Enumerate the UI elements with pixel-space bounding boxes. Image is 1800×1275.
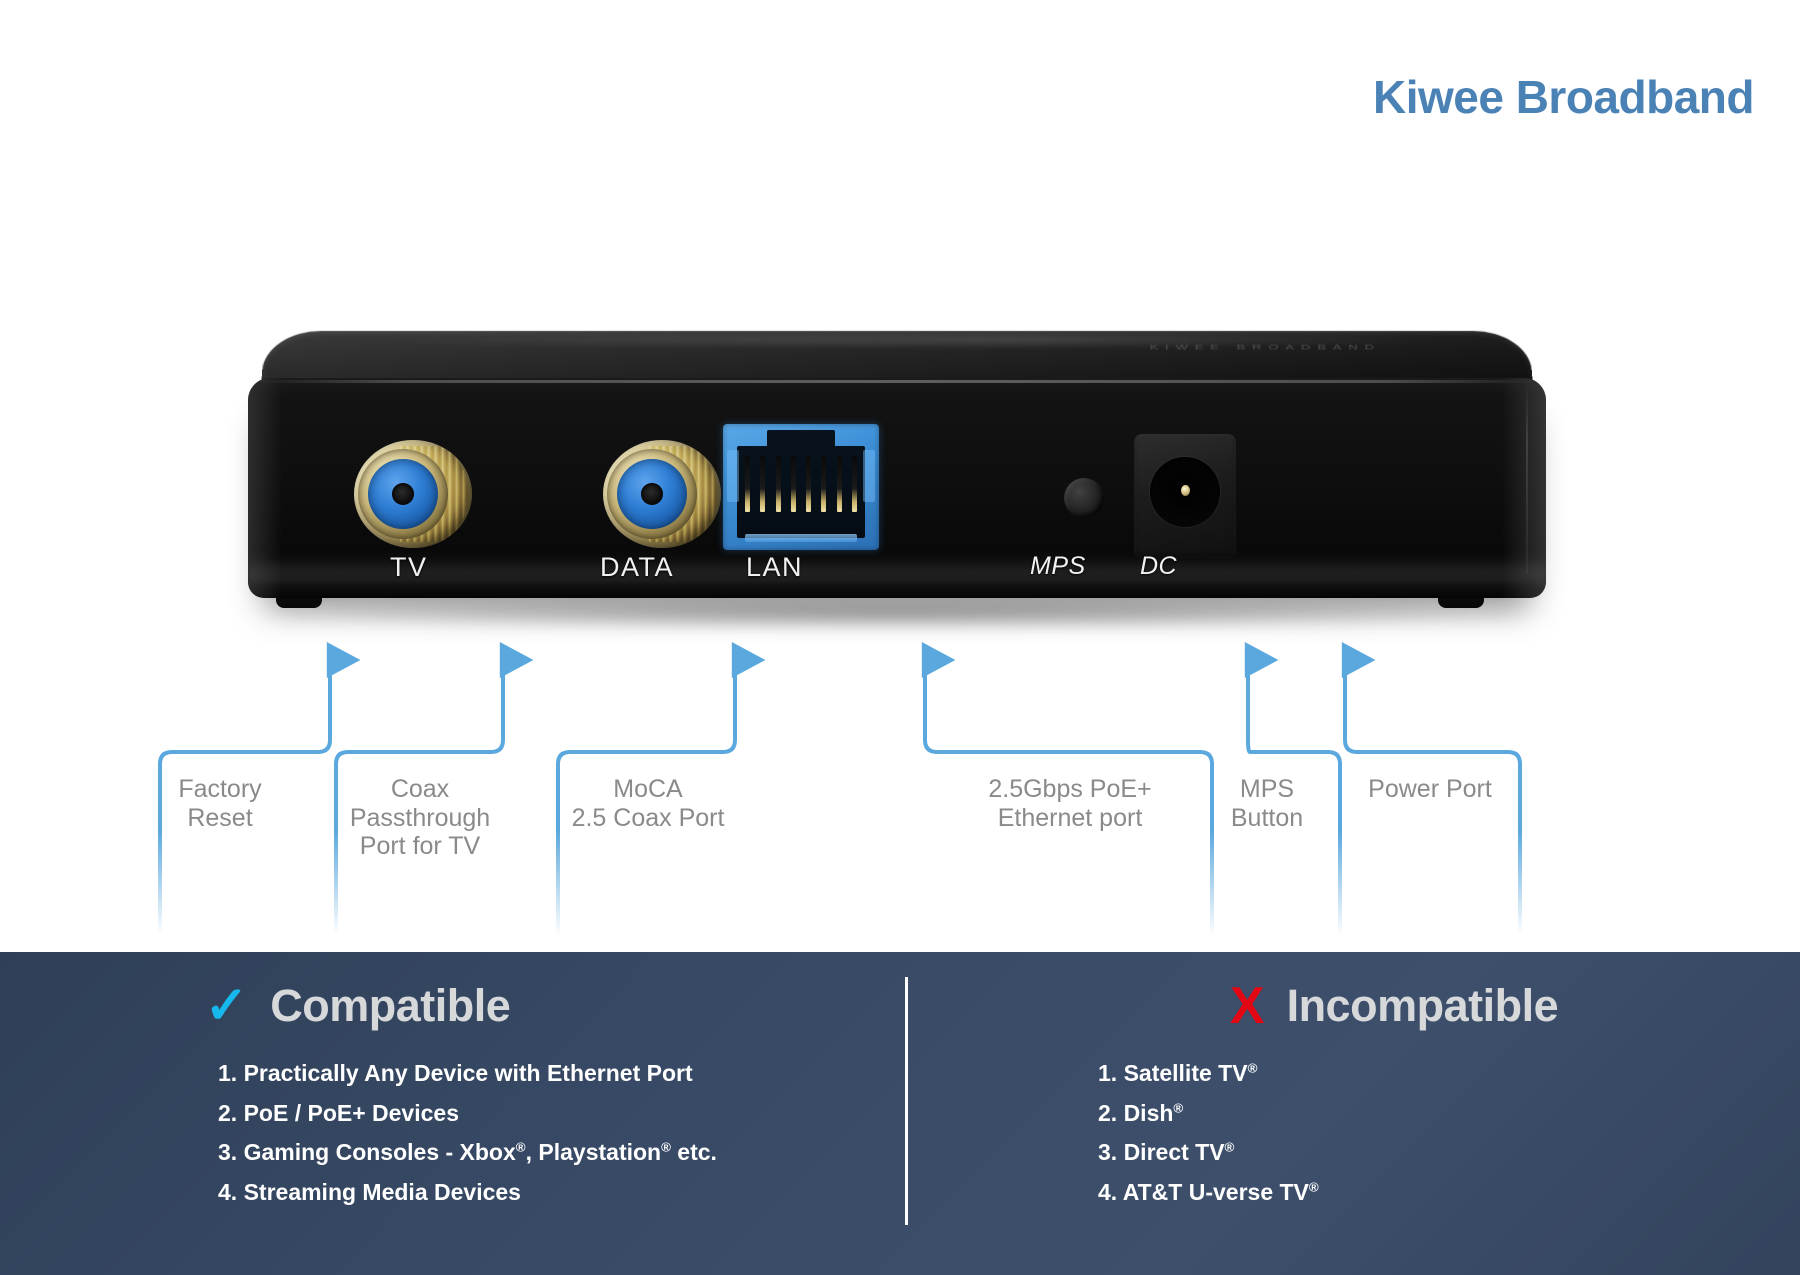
coax-center-pin-icon (392, 483, 414, 505)
device-front-sheen (248, 558, 1546, 584)
rj45-gold-pins-icon (745, 456, 857, 512)
lan-rj45-port[interactable] (723, 424, 879, 550)
list-item: 4. AT&T U-verse TV® (1098, 1178, 1319, 1205)
port-label-dc: DC (1140, 552, 1178, 580)
list-item: 3. Gaming Consoles - Xbox®, Playstation®… (218, 1139, 717, 1166)
device-drop-shadow (268, 596, 1528, 630)
callout-coax-passthrough: Coax Passthrough Port for TV (349, 775, 491, 860)
coax-center-pin-icon (641, 483, 663, 505)
dc-barrel-icon (1150, 457, 1220, 527)
x-icon: X (1229, 977, 1265, 1035)
device-left-edge (248, 378, 282, 598)
callout-power-port: Power Port (1368, 775, 1492, 803)
device-front-face: TV DATA LAN MPS DC (248, 378, 1546, 598)
rj45-tab-notch-icon (767, 430, 835, 450)
compatible-column: ✓ Compatible 1. Practically Any Device w… (0, 952, 905, 1275)
list-item: 1. Practically Any Device with Ethernet … (218, 1060, 693, 1086)
dc-center-pin-icon (1181, 485, 1190, 496)
panel-vertical-divider (905, 977, 908, 1225)
incompatible-list: 1. Satellite TV® 2. Dish® 3. Direct TV® … (908, 1054, 1800, 1212)
brand-title: Kiwee Broadband (1372, 71, 1755, 123)
rj45-cavity-icon (737, 446, 865, 538)
device-embossed-logo: KIWEE BROADBAND (1149, 343, 1382, 352)
callout-mps-button: MPS Button (1230, 775, 1304, 832)
list-item: 1. Satellite TV® (1098, 1060, 1258, 1086)
compatible-heading-row: ✓ Compatible (0, 980, 810, 1032)
list-item: 2. Dish® (1098, 1099, 1184, 1126)
callout-ethernet-port: 2.5Gbps PoE+ Ethernet port (988, 775, 1152, 832)
device-seam-line (254, 380, 1540, 383)
device-right-seam (1526, 384, 1528, 574)
list-item: 3. Direct TV® (1098, 1139, 1235, 1166)
compatibility-panel: ✓ Compatible 1. Practically Any Device w… (0, 952, 1800, 1275)
product-diagram-stage: Kiwee Broadband KIWEE BROADBAND (0, 0, 1800, 952)
compatible-heading: Compatible (270, 980, 511, 1031)
callout-factory-reset: Factory Reset (178, 775, 262, 832)
mps-push-button[interactable] (1064, 478, 1104, 518)
device-front-panel: KIWEE BROADBAND (248, 330, 1546, 630)
compatible-list: 1. Practically Any Device with Ethernet … (0, 1054, 905, 1212)
rj45-latch-right-icon (863, 450, 875, 502)
incompatible-heading: Incompatible (1286, 980, 1559, 1031)
port-label-data: DATA (600, 552, 675, 582)
callout-moca-coax-port: MoCA 2.5 Coax Port (571, 775, 725, 832)
list-item: 4. Streaming Media Devices (218, 1178, 521, 1205)
incompatible-heading-row: X Incompatible (948, 980, 1800, 1032)
rj45-floor-icon (745, 534, 857, 542)
port-label-mps: MPS (1030, 552, 1086, 580)
device-right-edge (1502, 378, 1546, 598)
list-item: 2. PoE / PoE+ Devices (218, 1099, 459, 1126)
rj45-latch-left-icon (727, 450, 739, 502)
port-label-lan: LAN (746, 552, 804, 582)
port-label-tv: TV (390, 552, 428, 582)
dc-power-jack[interactable] (1134, 434, 1236, 558)
incompatible-column: X Incompatible 1. Satellite TV® 2. Dish®… (908, 952, 1800, 1275)
data-coax-connector[interactable] (603, 440, 721, 548)
check-icon: ✓ (204, 977, 249, 1035)
tv-coax-connector[interactable] (354, 440, 472, 548)
